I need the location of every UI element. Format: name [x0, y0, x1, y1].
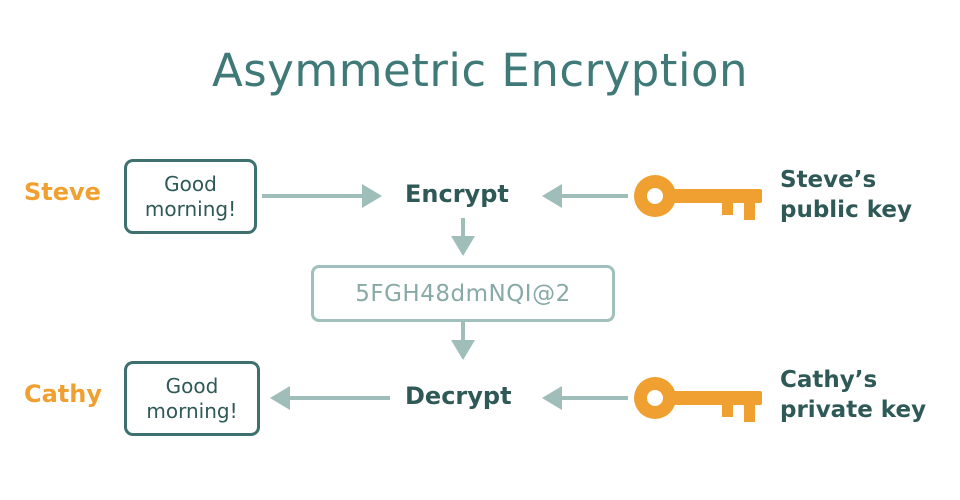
message-line-2: morning! [144, 196, 237, 221]
message-line-2: morning! [146, 398, 238, 423]
ciphertext: 5FGH48dmNQI@2 [355, 280, 571, 307]
public-key-label: Steve’s public key [780, 166, 912, 226]
private-key-label: Cathy’s private key [780, 366, 926, 426]
sender-name: Steve [24, 178, 101, 206]
key-label-line-2: private key [780, 396, 927, 423]
decrypted-message-box: Good morning! [124, 361, 260, 436]
key-label-line-1: Cathy’s [780, 367, 878, 393]
plaintext-message-box: Good morning! [124, 159, 257, 234]
diagram-title: Asymmetric Encryption [212, 44, 748, 97]
recipient-name: Cathy [24, 380, 103, 408]
encrypt-step-label: Encrypt [405, 180, 509, 208]
key-label-line-1: Steve’s [780, 167, 877, 193]
message-line-1: Good [164, 171, 217, 196]
message-line-1: Good [165, 373, 219, 398]
key-icon [634, 175, 762, 220]
key-label-line-2: public key [780, 196, 912, 223]
decrypt-step-label: Decrypt [405, 382, 512, 410]
ciphertext-box: 5FGH48dmNQI@2 [311, 265, 615, 322]
key-icon [634, 377, 762, 422]
